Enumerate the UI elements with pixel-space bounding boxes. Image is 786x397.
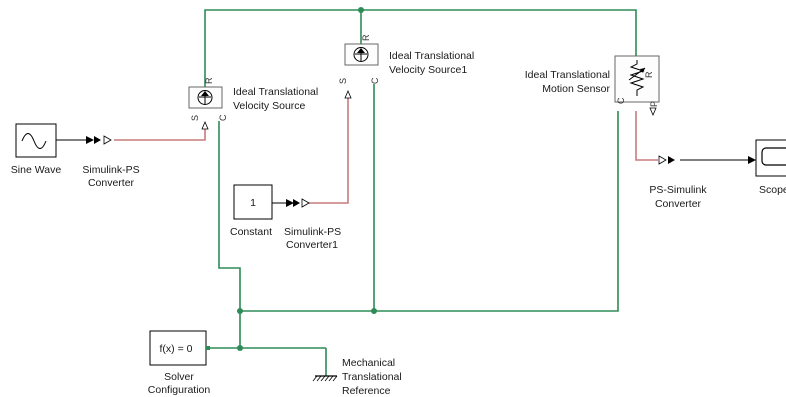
input-triangle-icon: [293, 199, 300, 207]
solver-label-line2: Configuration: [148, 384, 211, 396]
ps-simulink-label-line1: PS-Simulink: [649, 184, 707, 196]
output-triangle-icon: [103, 135, 112, 145]
sine-wave-label: Sine Wave: [11, 164, 62, 176]
scope-screen-icon: [761, 147, 786, 166]
junction-left: [237, 308, 243, 314]
velocity-source1-label-line2: Velocity Source1: [389, 64, 467, 76]
spring-icon: [629, 60, 645, 96]
sine-wave-icon: [21, 133, 47, 149]
converter-label-line2: Converter: [88, 177, 135, 189]
physical-connections: [204, 7, 637, 376]
sine-wave-block[interactable]: Sine Wave: [11, 123, 62, 176]
output-triangle-icon: [301, 198, 310, 208]
sine-wave-body[interactable]: [15, 123, 57, 158]
ground-icon: [312, 375, 338, 382]
mechanical-reference-block[interactable]: Mechanical Translational Reference: [312, 357, 402, 397]
scope-block[interactable]: Scope: [755, 139, 786, 196]
connection-ps-source[interactable]: [114, 127, 206, 141]
converter1-label-line1: Simulink-PS: [284, 226, 341, 238]
velocity-source-block[interactable]: R S C Ideal Translational Velocity Sourc…: [188, 77, 318, 130]
simulink-ps-converter1-block[interactable]: Simulink-PS Converter1: [284, 198, 341, 251]
ps-output-port-icon: [649, 107, 657, 117]
velocity-source-label-line1: Ideal Translational: [233, 86, 318, 98]
ps-input-port-icon: [344, 89, 352, 99]
ps-simulink-converter-block[interactable]: PS-Simulink Converter: [649, 155, 707, 210]
motion-sensor-label-line1: Ideal Translational: [525, 69, 610, 81]
connection-ps-sensor[interactable]: [635, 111, 658, 161]
ps-simulink-label-line2: Converter: [655, 198, 702, 210]
solver-port-icon: [206, 346, 210, 350]
port-c-label: C: [370, 77, 380, 84]
port-s-label: S: [338, 78, 348, 84]
mech-ref-label-line1: Mechanical: [342, 357, 395, 369]
connection-r-bus[interactable]: [204, 9, 637, 87]
constant-label: Constant: [230, 226, 272, 238]
constant-body[interactable]: [233, 184, 273, 220]
port-s-label: S: [190, 115, 200, 121]
constant-block[interactable]: 1 Constant: [230, 184, 273, 238]
junction-top: [358, 7, 364, 13]
velocity-source1-block[interactable]: R S C Ideal Translational Velocity Sourc…: [338, 34, 474, 99]
solver-text: f(x) = 0: [160, 343, 193, 355]
ps-input-port-icon: [201, 120, 209, 130]
port-c-label: C: [218, 114, 228, 121]
ps-connections: [114, 98, 658, 204]
port-c-label: C: [616, 97, 626, 104]
input-triangle-icon: [94, 136, 101, 144]
port-r-label: R: [644, 71, 654, 78]
junction-solver: [237, 345, 243, 351]
mech-ref-label-line3: Reference: [342, 385, 391, 397]
motion-sensor-label-line2: Motion Sensor: [542, 83, 610, 95]
output-triangle-icon: [668, 156, 675, 164]
port-p-label: P: [649, 101, 659, 107]
connection-c-sensor[interactable]: [240, 111, 619, 312]
solver-configuration-block[interactable]: f(x) = 0 Solver Configuration: [148, 330, 211, 396]
input-triangle-icon: [658, 155, 667, 165]
constant-value: 1: [250, 197, 256, 209]
motion-sensor-block[interactable]: R C P Ideal Translational Motion Sensor: [525, 55, 660, 117]
velocity-source-icon: [197, 90, 213, 105]
velocity-source1-icon: [353, 47, 369, 62]
simulink-ps-converter-block[interactable]: Simulink-PS Converter: [82, 135, 140, 189]
solver-body[interactable]: [149, 330, 207, 366]
velocity-source-label-line2: Velocity Source: [233, 100, 306, 112]
mech-ref-label-line2: Translational: [342, 371, 402, 383]
solver-label-line1: Solver: [164, 371, 194, 383]
scope-label: Scope: [759, 184, 786, 196]
port-r-label: R: [361, 34, 371, 41]
signal-connections: [56, 136, 756, 207]
converter1-label-line2: Converter1: [286, 239, 338, 251]
velocity-source1-label-line1: Ideal Translational: [389, 50, 474, 62]
connection-ps-source1[interactable]: [306, 98, 349, 204]
junction-mid: [371, 308, 377, 314]
converter-label-line1: Simulink-PS: [82, 164, 139, 176]
port-r-label: R: [204, 77, 214, 84]
